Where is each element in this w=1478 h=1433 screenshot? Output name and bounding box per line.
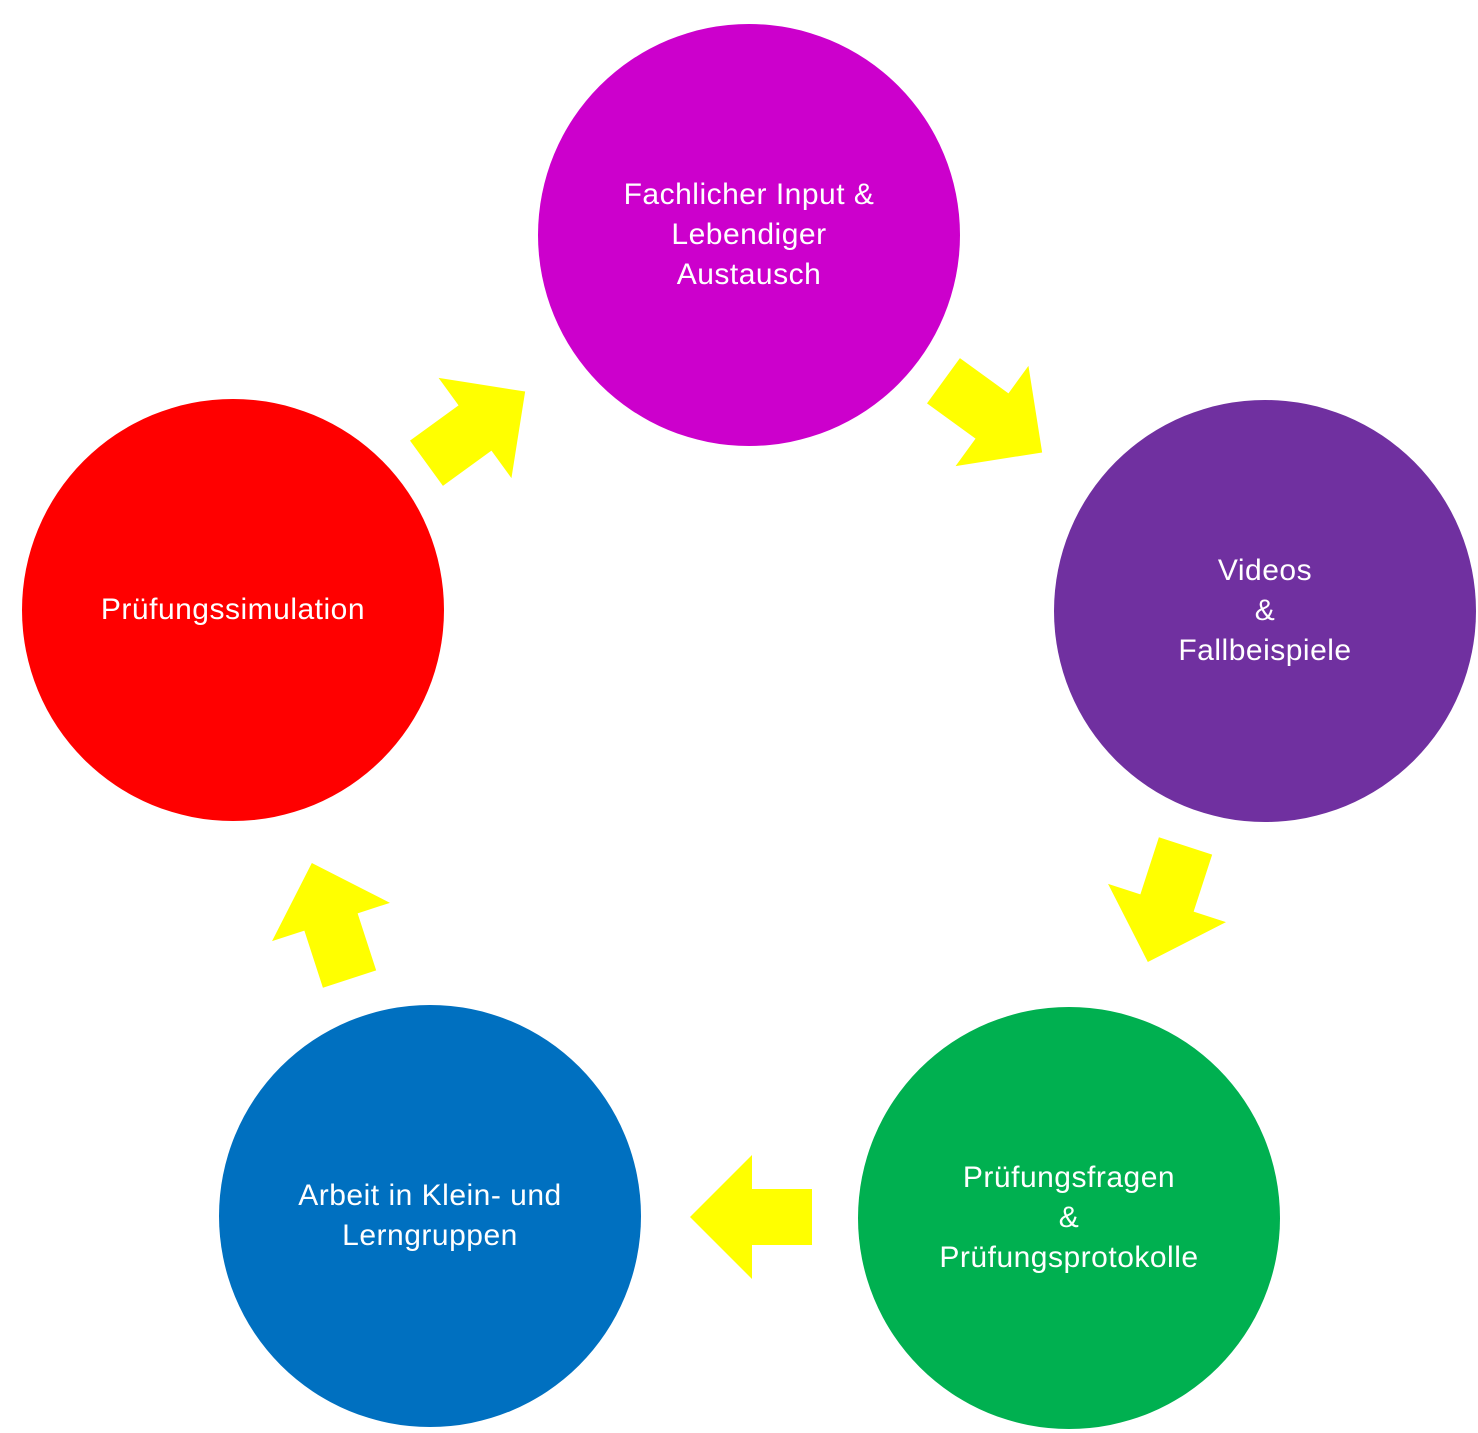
node-label-line: Fachlicher Input & <box>623 178 875 211</box>
node-label-line: Lerngruppen <box>342 1219 518 1252</box>
node-arbeit-in-gruppen: Arbeit in Klein- und Lerngruppen <box>219 1005 641 1427</box>
node-videos-fallbeispiele: Videos & Fallbeispiele <box>1054 400 1476 822</box>
arrow-2-to-3 <box>1108 837 1226 962</box>
arrow-4-to-5 <box>272 863 390 988</box>
arrow-5-to-1 <box>410 377 526 486</box>
node-label-line: Arbeit in Klein- und <box>298 1179 562 1212</box>
node-label-line: Prüfungsfragen <box>962 1161 1176 1194</box>
node-label-line: Videos <box>1217 554 1313 587</box>
node-label-line: Fallbeispiele <box>1178 634 1352 667</box>
node-label-line: & <box>1254 594 1276 627</box>
node-label-line: & <box>1058 1201 1080 1234</box>
node-label-line: Prüfungsprotokolle <box>939 1241 1199 1274</box>
node-label-line: Prüfungssimulation <box>100 593 366 626</box>
arrow-3-to-4 <box>690 1155 812 1279</box>
arrow-1-to-2 <box>927 358 1043 467</box>
node-fachlicher-input: Fachlicher Input & Lebendiger Austausch <box>538 24 960 446</box>
node-label-line: Lebendiger <box>671 218 827 251</box>
node-label-line: Austausch <box>676 258 822 291</box>
node-pruefungssimulation: Prüfungssimulation <box>22 399 444 821</box>
node-pruefungsfragen: Prüfungsfragen & Prüfungsprotokolle <box>858 1007 1280 1429</box>
